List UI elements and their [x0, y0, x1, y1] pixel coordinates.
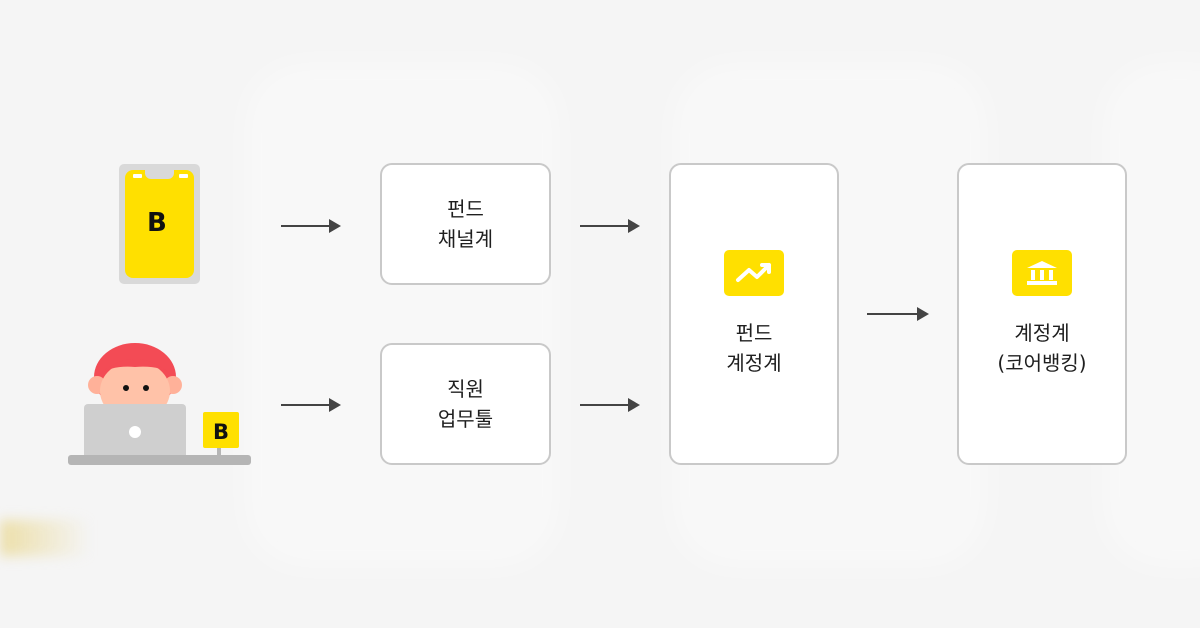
core-banking-line1: 계정계 [1014, 321, 1070, 345]
staff-tools-node: 직원 업무툴 [380, 343, 551, 465]
bank-building-icon [1012, 250, 1072, 296]
core-banking-node: 계정계 (코어뱅킹) [957, 163, 1127, 465]
arrow-fund-accounting-to-core-banking [867, 307, 929, 321]
arrow-staff-tools-to-fund-accounting [580, 398, 640, 412]
person-at-laptop-icon: B [68, 343, 251, 465]
arrow-phone-to-fund-channel [281, 219, 341, 233]
background-ghost-panel [262, 80, 542, 550]
phone-with-b-logo-icon: B [119, 164, 200, 284]
staff-tools-line1: 직원 [447, 377, 484, 401]
fund-accounting-node: 펀드 계정계 [669, 163, 839, 465]
background-glow [0, 520, 90, 556]
chart-trend-icon [724, 250, 784, 296]
arrow-fund-channel-to-fund-accounting [580, 219, 640, 233]
fund-channel-line1: 펀드 [447, 197, 484, 221]
phone-screen: B [125, 170, 194, 278]
fund-accounting-line1: 펀드 [735, 321, 773, 345]
fund-channel-line2: 채널계 [437, 227, 494, 251]
fund-accounting-line2: 계정계 [726, 351, 782, 375]
staff-tools-line2: 업무툴 [437, 407, 494, 431]
employee-logo-text: B [213, 420, 229, 444]
phone-status-bar [133, 174, 142, 178]
phone-status-bar [179, 174, 188, 178]
arrow-employee-to-staff-tools [281, 398, 341, 412]
fund-channel-node: 펀드 채널계 [380, 163, 551, 285]
core-banking-line2: (코어뱅킹) [997, 351, 1087, 375]
phone-logo-text: B [147, 208, 167, 238]
phone-notch [145, 170, 174, 179]
background-ghost-panel [1120, 80, 1200, 550]
